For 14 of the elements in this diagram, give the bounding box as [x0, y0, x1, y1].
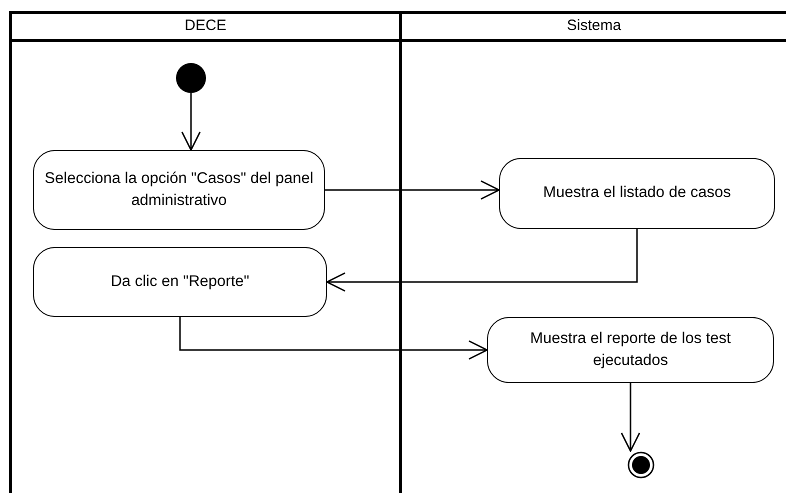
activity-box: Da clic en "Reporte"	[33, 247, 327, 317]
arrow	[620, 383, 640, 452]
lane-title: DECE	[184, 17, 228, 34]
lane-title: Sistema	[566, 17, 622, 34]
arrow	[179, 317, 488, 360]
final-node	[627, 451, 655, 479]
activity-box: Muestra el reporte de los test ejecutados	[487, 317, 774, 383]
arrow	[325, 180, 500, 200]
arrow	[326, 229, 638, 292]
initial-node	[176, 63, 206, 93]
activity-box: Muestra el listado de casos	[499, 158, 775, 229]
activity-box: Selecciona la opción "Casos" del panel administrativo	[33, 150, 325, 230]
swimlane	[9, 11, 402, 493]
arrow	[181, 93, 201, 151]
